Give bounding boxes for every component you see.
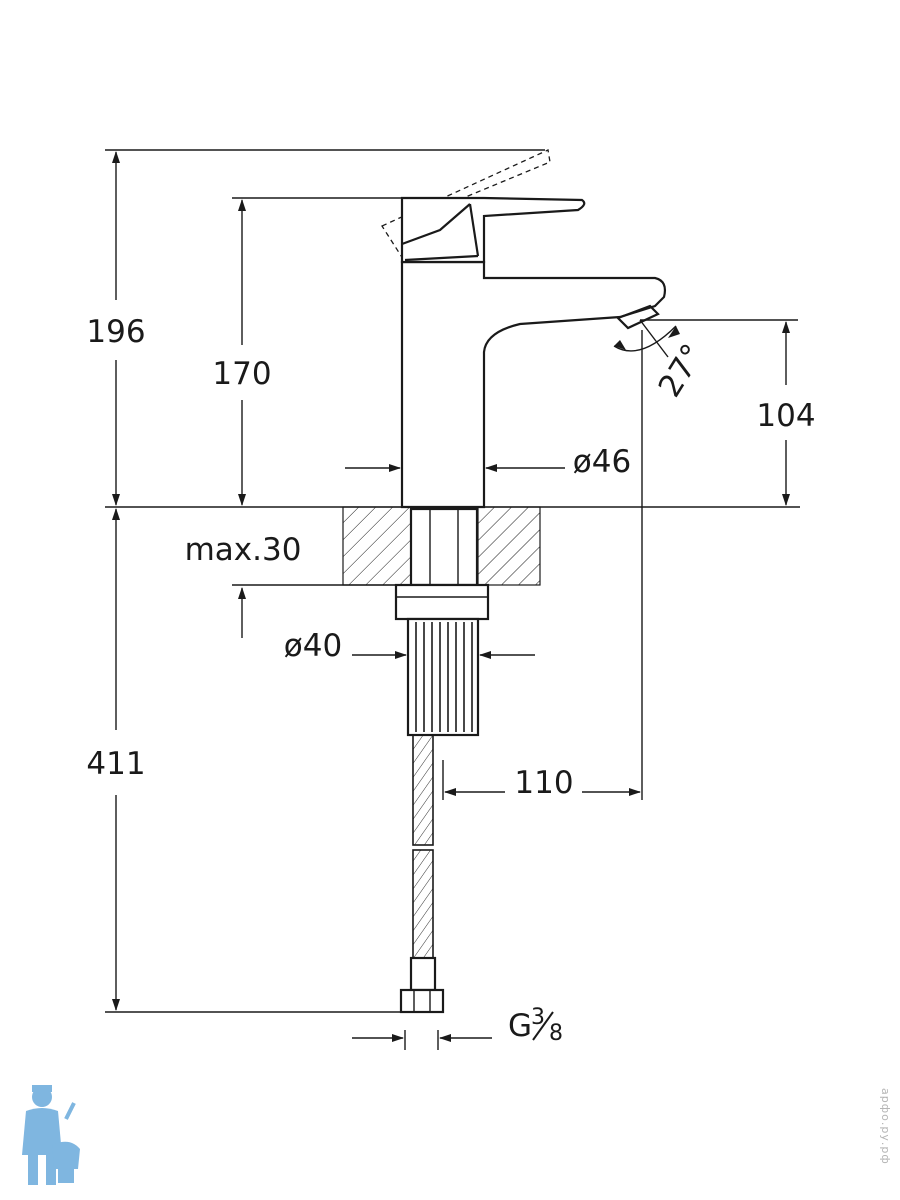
dim-thread-fraction-bar (532, 1011, 554, 1041)
plumber-mascot-logo (22, 1085, 80, 1185)
dim-thread-numerator: 3 (531, 1005, 545, 1030)
dimension-lines (112, 151, 790, 1042)
dim-shank-diameter: ø40 (284, 628, 342, 664)
dim-total-height: 196 (86, 314, 145, 350)
faucet-body (381, 149, 667, 509)
dim-thread-g: G (508, 1008, 532, 1044)
mounting-assembly (394, 507, 490, 737)
dim-thread-denominator: 8 (549, 1021, 563, 1046)
watermark: арфо.ру.рф (879, 1088, 892, 1165)
dim-outlet-height: 104 (756, 398, 815, 434)
flexible-hose (399, 734, 445, 1014)
dim-body-diameter: ø46 (573, 444, 631, 480)
dim-hose-length: 411 (86, 746, 145, 782)
dim-spout-height: 170 (212, 356, 271, 392)
dim-reach: 110 (514, 765, 573, 801)
dim-max-thickness: max.30 (185, 532, 302, 568)
